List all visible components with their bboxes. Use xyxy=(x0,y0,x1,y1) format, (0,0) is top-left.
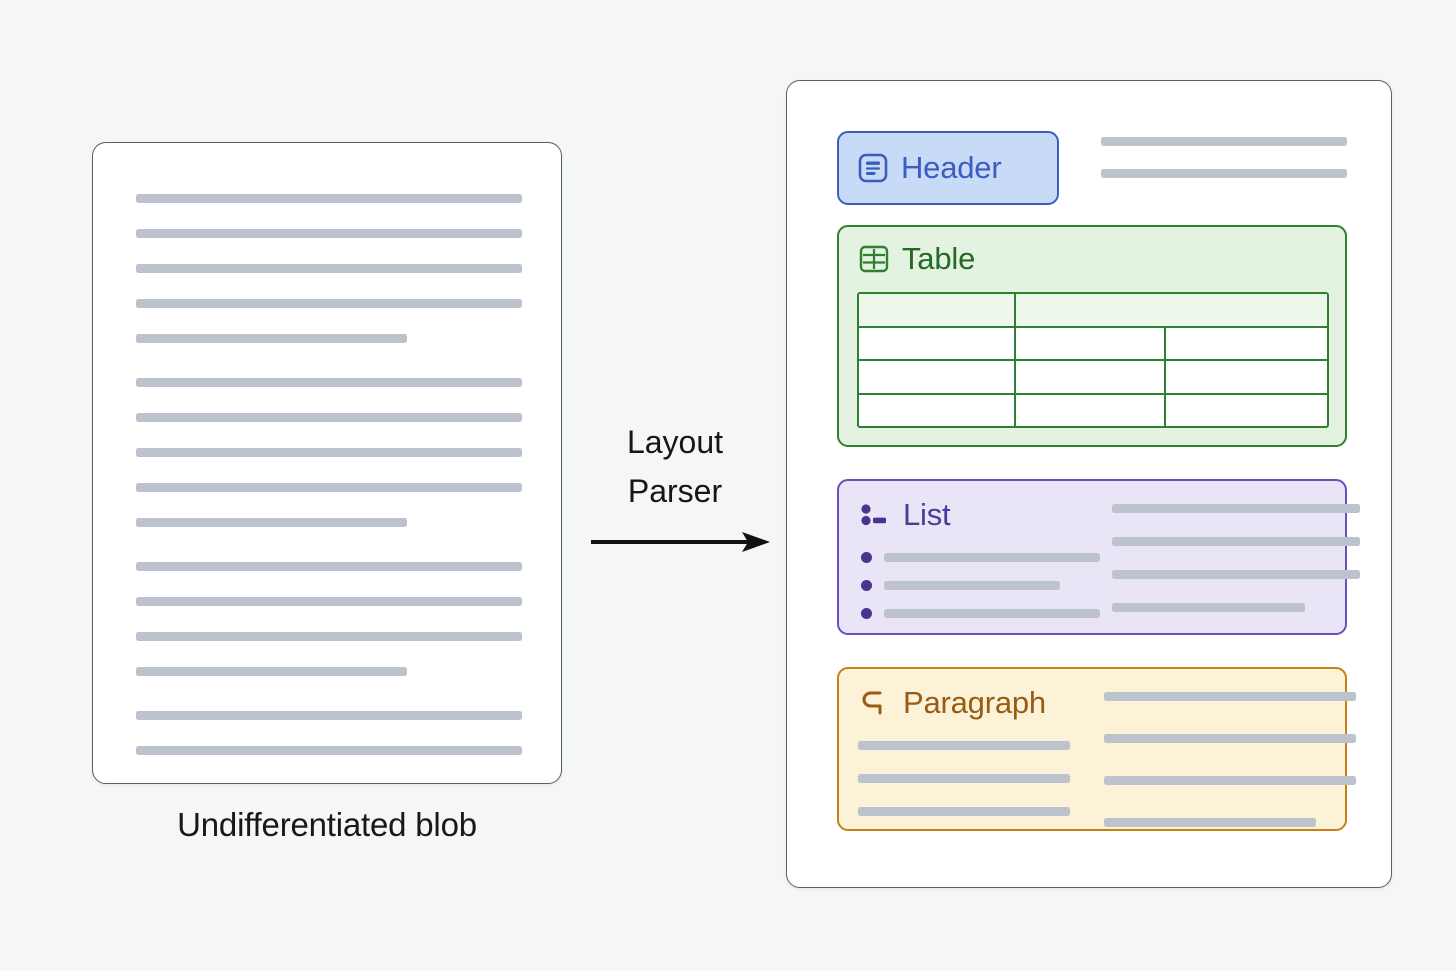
text-line xyxy=(136,229,522,238)
bullet-dot-icon xyxy=(861,608,872,619)
paragraph-right-bars xyxy=(1104,692,1356,860)
list-side-bars xyxy=(1112,504,1360,636)
parsed-document: Header Table xyxy=(786,80,1392,888)
arrow-right-icon xyxy=(591,532,770,552)
text-line xyxy=(1112,504,1360,513)
list-left-column: List xyxy=(858,495,1103,619)
table-cell xyxy=(1016,361,1166,393)
table-cell xyxy=(859,394,1016,426)
block-table-label-group: Table xyxy=(857,241,975,277)
bullet-dot-icon xyxy=(861,552,872,563)
table-cell xyxy=(859,361,1016,393)
text-line xyxy=(136,413,522,422)
text-line xyxy=(884,609,1100,618)
block-paragraph-label-group: Paragraph xyxy=(858,682,1046,724)
table-cell xyxy=(1016,327,1166,359)
text-line xyxy=(136,632,522,641)
table-cell xyxy=(1016,394,1166,426)
list-item xyxy=(858,608,1103,619)
header-side-bars xyxy=(1101,137,1347,201)
layout-parser-label-line1: Layout xyxy=(626,424,724,460)
block-list-label-group: List xyxy=(858,495,1103,535)
text-line xyxy=(1104,692,1356,701)
text-line xyxy=(136,378,522,387)
text-line xyxy=(136,597,522,606)
text-line xyxy=(136,562,522,571)
table-row xyxy=(859,394,1327,427)
article-icon xyxy=(856,151,890,185)
table-row xyxy=(859,361,1327,395)
block-header-label-group: Header xyxy=(856,150,1002,186)
text-line xyxy=(136,334,407,343)
block-header[interactable]: Header xyxy=(837,131,1059,205)
table-cell xyxy=(1166,395,1327,427)
table-grid xyxy=(857,292,1329,428)
table-cell xyxy=(1016,294,1327,326)
list-item xyxy=(858,580,1103,591)
table-grid-icon xyxy=(857,242,891,276)
block-header-label: Header xyxy=(901,150,1002,185)
text-line xyxy=(136,194,522,203)
block-paragraph-label: Paragraph xyxy=(903,685,1046,720)
source-document-text-lines xyxy=(136,194,522,781)
table-cell xyxy=(859,294,1016,326)
text-line xyxy=(1101,169,1347,178)
layout-parser-label: Layout Parser xyxy=(580,418,770,516)
pilcrow-icon xyxy=(858,686,892,720)
block-paragraph[interactable]: Paragraph xyxy=(837,667,1356,831)
text-line xyxy=(136,483,522,492)
source-document-caption: Undifferentiated blob xyxy=(177,806,477,843)
text-line xyxy=(136,746,522,755)
bullet-list-icon xyxy=(858,498,892,532)
table-cell xyxy=(1166,361,1327,393)
block-list-label: List xyxy=(903,497,951,532)
bullet-dot-icon xyxy=(861,580,872,591)
text-line xyxy=(1112,570,1360,579)
text-line xyxy=(136,667,407,676)
text-line xyxy=(136,264,522,273)
text-line xyxy=(858,774,1070,783)
table-cell xyxy=(1166,328,1327,360)
text-line xyxy=(1104,818,1316,827)
text-line xyxy=(1112,537,1360,546)
text-line xyxy=(136,448,522,457)
table-row xyxy=(859,294,1327,328)
text-line xyxy=(858,807,1070,816)
block-table-label: Table xyxy=(902,241,976,276)
text-line xyxy=(1104,776,1356,785)
text-line xyxy=(136,299,522,308)
text-line xyxy=(1101,137,1347,146)
text-line xyxy=(884,553,1100,562)
list-item xyxy=(858,552,1103,563)
text-line xyxy=(1104,734,1356,743)
text-line xyxy=(136,711,522,720)
text-line xyxy=(1112,603,1306,612)
text-line xyxy=(136,518,407,527)
block-table[interactable]: Table xyxy=(837,225,1347,447)
text-line xyxy=(858,741,1070,750)
block-list[interactable]: List xyxy=(837,479,1360,635)
source-document xyxy=(92,142,562,784)
text-line xyxy=(884,581,1061,590)
layout-parser-label-line2: Parser xyxy=(627,473,723,509)
table-cell xyxy=(859,327,1016,359)
paragraph-left-bars xyxy=(858,741,1070,840)
table-row xyxy=(859,327,1327,361)
